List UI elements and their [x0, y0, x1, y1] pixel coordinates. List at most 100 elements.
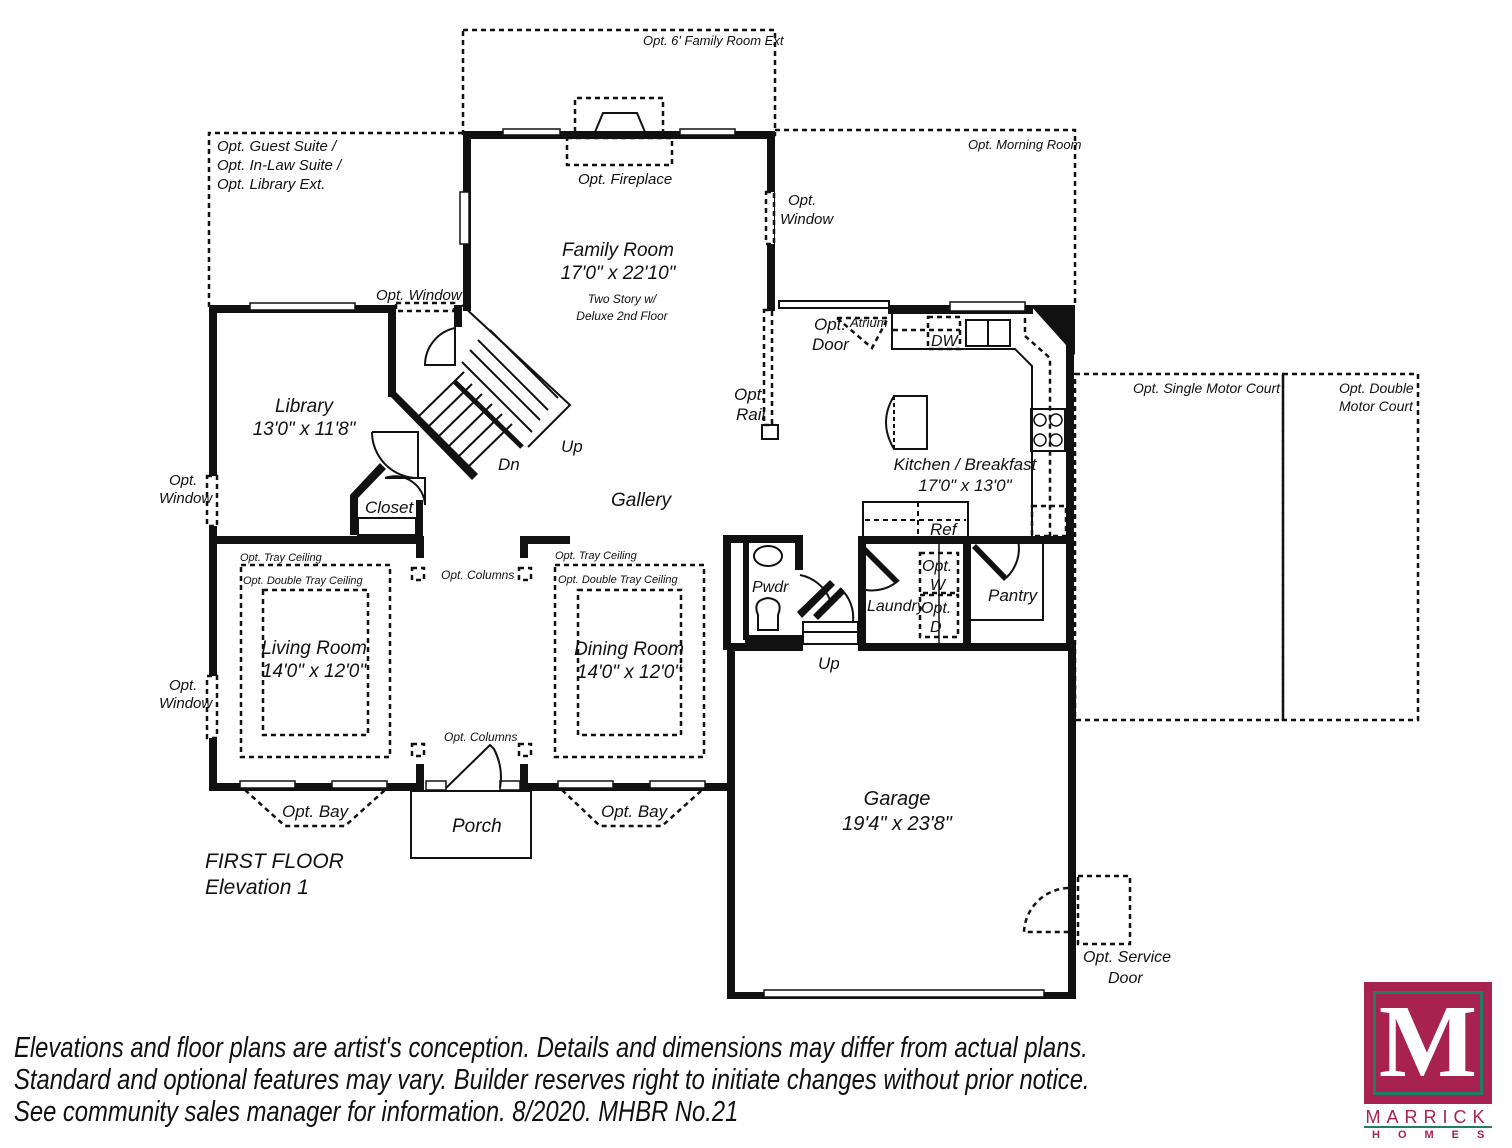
wall: [727, 643, 735, 999]
wall: [520, 536, 528, 558]
closet-wall: [350, 463, 386, 535]
label-opt-window-living-1: Opt.: [169, 677, 197, 694]
label-garage-dims: 19'4" x 23'8": [842, 813, 953, 835]
door-swing: [1005, 539, 1020, 579]
door-swing: [423, 326, 456, 366]
opt-single-motor-court: [1073, 372, 1285, 722]
opt-window-family: [764, 190, 776, 246]
label-closet: Closet: [365, 498, 414, 517]
wall: [858, 536, 866, 651]
window: [502, 128, 561, 136]
burners: [1033, 413, 1063, 447]
fireplace-box: [594, 112, 646, 133]
opt-morning-room: [775, 128, 1077, 305]
opt-bay-right: [561, 789, 703, 828]
label-opt-window-living-2: Window: [159, 695, 213, 712]
kitchen-island: [885, 395, 928, 450]
cooktop: [1030, 408, 1066, 452]
label-gallery: Gallery: [611, 490, 673, 511]
label-kitchen: Kitchen / Breakfast: [894, 455, 1038, 474]
label-single-motor-court: Opt. Single Motor Court: [1133, 380, 1281, 396]
label-morning-room: Opt. Morning Room: [968, 137, 1082, 152]
label-opt-w-1: Opt.: [922, 558, 952, 575]
porch: [410, 790, 532, 859]
logo-mark: M: [1364, 982, 1492, 1104]
label-opt-w-2: W: [930, 577, 947, 594]
label-porch: Porch: [452, 816, 502, 837]
closet-shelf: [357, 517, 417, 536]
label-garage: Garage: [864, 788, 931, 810]
wall: [858, 643, 1074, 651]
wall: [520, 536, 570, 544]
garage-door: [763, 989, 1045, 998]
label-pantry: Pantry: [988, 586, 1039, 605]
label-living-double-tray: Opt. Double Tray Ceiling: [243, 575, 364, 587]
label-dining-double-tray: Opt. Double Tray Ceiling: [558, 574, 679, 586]
opt-double-tray-ceiling: [261, 588, 370, 737]
wall: [520, 764, 528, 790]
label-opt-bay-left: Opt. Bay: [282, 802, 350, 821]
door-leaf: [813, 588, 845, 620]
opt-service-door: [1076, 874, 1132, 946]
label-family-room: Family Room: [562, 240, 674, 261]
laundry-door: [862, 547, 899, 584]
wall: [209, 783, 424, 791]
label-guest-suite-2: Opt. In-Law Suite /: [217, 157, 343, 174]
door-swing: [799, 574, 831, 601]
label-guest-suite-3: Opt. Library Ext.: [217, 176, 325, 193]
stair-rail: [461, 304, 572, 448]
counter: [891, 314, 1033, 540]
wall: [209, 536, 217, 790]
window: [331, 780, 388, 789]
label-laundry: Laundry: [867, 598, 926, 615]
label-opt-window-top: Opt. Window: [376, 287, 463, 304]
label-living-tray: Opt. Tray Ceiling: [240, 552, 323, 564]
label-service-door-2: Door: [1108, 970, 1143, 987]
opt-tray-ceiling: [553, 563, 706, 759]
label-opt-window-family-2: Window: [780, 211, 834, 228]
label-atrium: Atrium: [849, 315, 888, 330]
atrium-door: [778, 300, 890, 309]
label-opt-columns-top: Opt. Columns: [441, 568, 514, 582]
opt-fireplace: [565, 136, 674, 167]
sidelight: [425, 780, 447, 791]
logo-sub: HOMES: [1372, 1129, 1503, 1141]
opt-bay-left: [244, 789, 386, 828]
label-pwdr: Pwdr: [752, 579, 789, 596]
disclaimer: Elevations and floor plans are artist's …: [14, 1032, 1090, 1128]
wall: [416, 536, 424, 558]
label-opt-window-library-1: Opt.: [169, 472, 197, 489]
opt-window-living: [205, 674, 219, 740]
garage-step: [802, 621, 859, 633]
label-living-dims: 14'0" x 12'0": [262, 661, 367, 682]
opt-guest-suite: [207, 131, 463, 307]
label-living-room: Living Room: [261, 638, 367, 659]
window: [249, 302, 356, 311]
wall: [727, 643, 803, 651]
label-library: Library: [275, 396, 335, 417]
opt-double-motor-court: [1281, 372, 1420, 722]
label-opt-rail-2: Rail: [736, 405, 767, 424]
label-opt-window-library-2: Window: [159, 490, 213, 507]
service-door-swing: [1022, 886, 1069, 934]
wall: [743, 543, 749, 640]
label-library-dims: 13'0" x 11'8": [253, 419, 357, 440]
sink-icon: [753, 545, 783, 567]
door-leaf: [797, 580, 835, 618]
wall: [388, 305, 396, 397]
wall: [1066, 305, 1074, 650]
wall: [723, 535, 802, 543]
pantry-door: [972, 544, 1008, 581]
opt-window-top: [394, 301, 456, 313]
label-fireplace: Opt. Fireplace: [578, 171, 672, 188]
label-family-note1: Two Story w/: [588, 292, 658, 306]
pantry-shelf: [971, 544, 1044, 621]
label-opt-columns-bottom: Opt. Columns: [444, 730, 517, 744]
disclaimer-line-1: Elevations and floor plans are artist's …: [14, 1032, 1088, 1064]
label-dining-tray: Opt. Tray Ceiling: [555, 550, 638, 562]
label-service-door-1: Opt. Service: [1083, 949, 1171, 966]
opt-atrium-door-swing: [833, 316, 891, 350]
front-door-swing: [445, 743, 502, 789]
column: [410, 566, 426, 582]
